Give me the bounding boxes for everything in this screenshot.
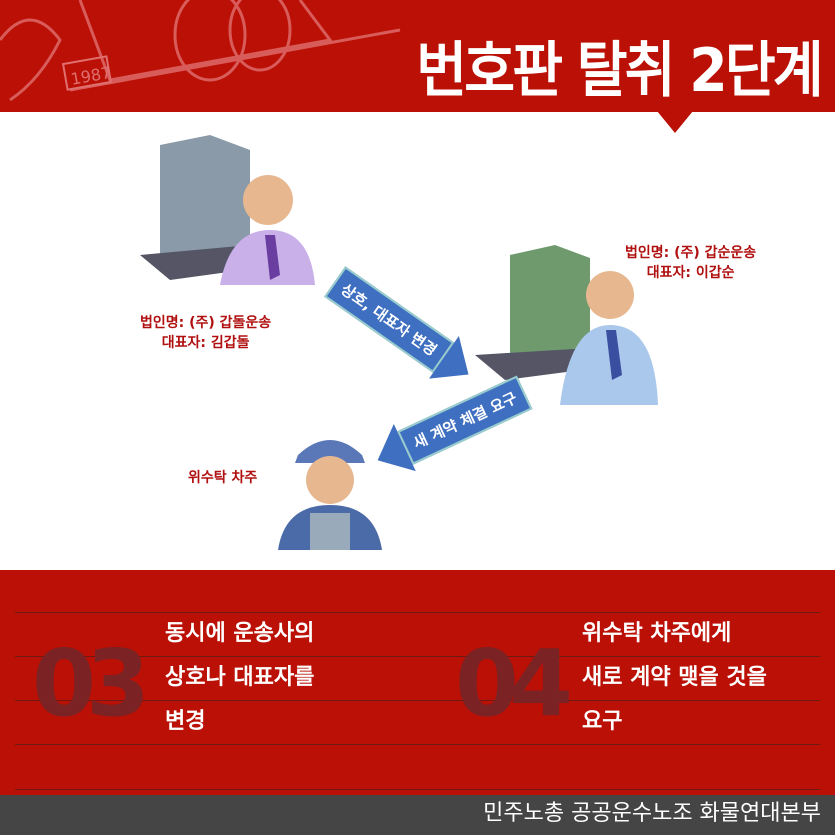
person-icon (306, 456, 354, 504)
page-title: 번호판 탈취 2단계 (416, 36, 824, 106)
cap-icon (295, 440, 365, 463)
step-number: 04 (455, 630, 573, 737)
person-icon (243, 175, 293, 225)
divider (15, 744, 820, 745)
divider (15, 612, 820, 613)
step-line: 동시에 운송사의 (165, 621, 315, 646)
steps-section (0, 570, 835, 795)
arrow-change-name: 상호, 대표자 변경 (320, 260, 484, 396)
driver-label: 위수탁 차주 (188, 470, 258, 486)
divider (15, 789, 820, 790)
company-b-label: 법인명: (주) 갑순운송 대표자: 이갑순 (625, 243, 756, 283)
company-a-rep: 대표자: 김갑돌 (161, 335, 250, 351)
driver-illustration (278, 440, 382, 550)
divider (15, 656, 820, 657)
step-line: 상호나 대표자를 (165, 665, 315, 690)
header-banner: 1987 번호판 탈취 2단계 (0, 0, 835, 112)
banner-pointer (657, 111, 693, 133)
step-text: 위수탁 차주에게 새로 계약 맺을 것을 요구 (582, 612, 767, 744)
company-a-illustration (140, 135, 315, 285)
divider (15, 700, 820, 701)
step-line: 위수탁 차주에게 (582, 621, 732, 646)
company-b-illustration (475, 245, 658, 405)
step-line: 변경 (165, 709, 206, 734)
company-b-name: 법인명: (주) 갑순운송 (625, 245, 757, 261)
building-icon (160, 135, 250, 265)
company-a-name: 법인명: (주) 갑돌운송 (140, 315, 272, 331)
truck-illustration: 1987 (0, 0, 401, 102)
step-number: 03 (32, 630, 150, 737)
company-b-rep: 대표자: 이갑순 (646, 265, 735, 281)
footer-org: 민주노총 공공운수노조 화물연대본부 (0, 795, 835, 835)
person-icon (586, 271, 634, 319)
building-icon (510, 245, 590, 368)
step-text: 동시에 운송사의 상호나 대표자를 변경 (165, 612, 314, 744)
step-line: 요구 (582, 709, 623, 734)
step-line: 새로 계약 맺을 것을 (582, 665, 767, 690)
arrow-1-label: 상호, 대표자 변경 (324, 265, 455, 373)
company-a-label: 법인명: (주) 갑돌운송 대표자: 김갑돌 (140, 313, 271, 353)
